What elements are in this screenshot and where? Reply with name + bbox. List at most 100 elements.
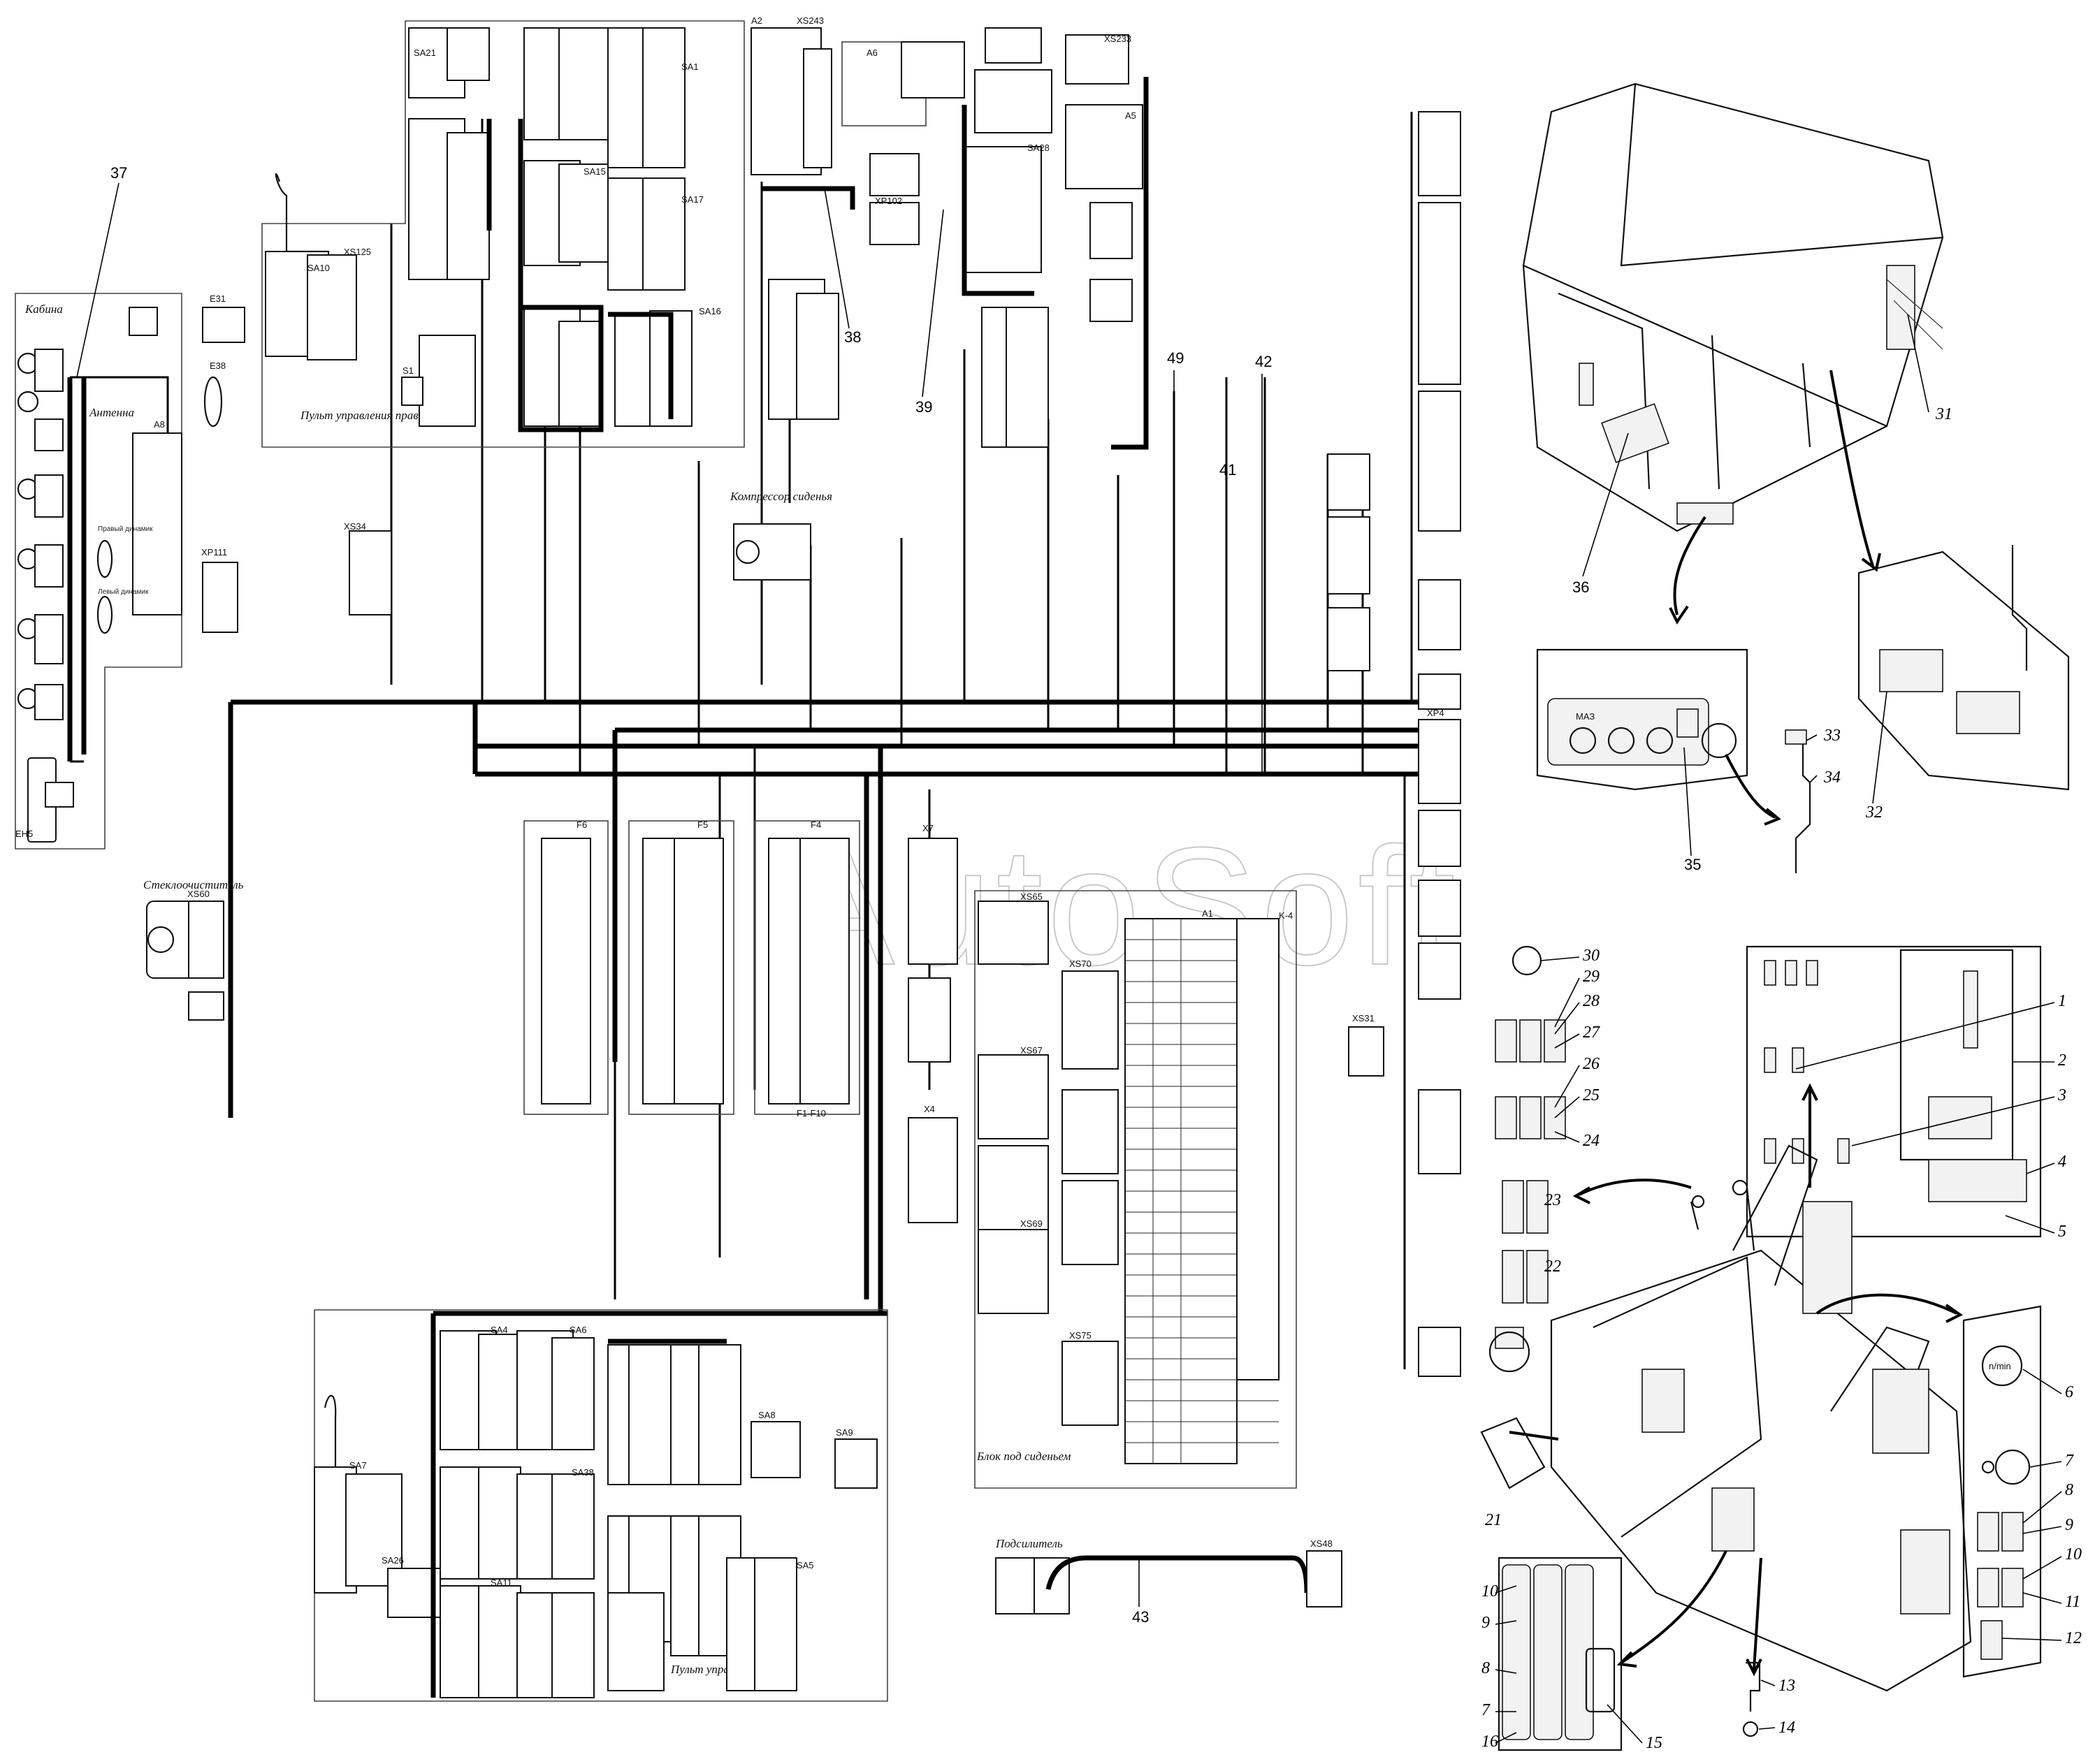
cab-label: Кабина — [24, 302, 63, 316]
xs69-label: XS69 — [1020, 1218, 1043, 1229]
callout-8: 8 — [2065, 1481, 2073, 1499]
callout-7b: 7 — [1481, 1701, 1491, 1719]
callout-14: 14 — [1778, 1719, 1795, 1737]
relay-icon — [1764, 960, 1850, 1164]
fuse-relay-blocks: F6 F5 F4 F1-F10 X7 X4 — [523, 819, 958, 1223]
left-control-panel: Пульт управления левый SA7 SA26 SA4 SA11… — [314, 1309, 888, 1702]
callout-31: 31 — [1935, 405, 1952, 423]
amplifier-label: Подсилитель — [995, 1537, 1063, 1550]
callout-9b: 9 — [1481, 1614, 1490, 1632]
callout-3: 3 — [2057, 1086, 2066, 1105]
callout-4: 4 — [2058, 1153, 2066, 1171]
a8-label: A8 — [154, 419, 165, 430]
xs70-label: XS70 — [1069, 958, 1092, 969]
xs125-label: XS125 — [344, 247, 371, 257]
callout-6: 6 — [2065, 1383, 2073, 1401]
callout-13: 13 — [1778, 1677, 1795, 1695]
callout-32: 32 — [1865, 803, 1883, 822]
callout-34: 34 — [1823, 768, 1841, 787]
sa5-label: SA5 — [797, 1560, 814, 1570]
callout-9: 9 — [2065, 1516, 2073, 1534]
callout-33: 33 — [1823, 727, 1841, 745]
switch-stack-view: 30 29 28 27 26 25 24 23 22 — [1495, 945, 1600, 1349]
sa6-label: SA6 — [570, 1325, 587, 1335]
callout-16: 16 — [1481, 1733, 1498, 1751]
e38-label: E38 — [210, 360, 226, 371]
f6-label: F6 — [577, 819, 587, 830]
sa1-label: SA1 — [681, 61, 699, 72]
x7-label: X7 — [922, 823, 934, 833]
watermark-text: AutoSoft — [783, 812, 1460, 1000]
xp102-label: XP102 — [875, 196, 902, 206]
right-panel-label: Пульт управления правый — [300, 409, 433, 422]
xs75-label: XS75 — [1069, 1330, 1092, 1341]
s1-label: S1 — [403, 365, 414, 376]
panel-detail-view: МАЗ 35 33 34 — [1536, 648, 1841, 873]
xp111-label: XP111 — [201, 547, 227, 557]
callout-12: 12 — [2065, 1629, 2082, 1647]
callout-30: 30 — [1582, 947, 1600, 965]
f1f10-label: F1-F10 — [797, 1108, 826, 1118]
cab-section: Кабина A8 Антенна Правый динамик Левый д… — [15, 164, 245, 850]
cab-side-detail-view: 32 — [1857, 545, 2070, 822]
sa28-label: SA28 — [1027, 143, 1050, 153]
sa11-label: SA11 — [491, 1577, 512, 1588]
cab-isometric-view: 31 36 — [1522, 82, 1952, 625]
sa21-label: SA21 — [414, 48, 436, 58]
relay-panel-view: 1 2 3 4 5 — [1746, 945, 2066, 1241]
callout-22: 22 — [1544, 1258, 1561, 1276]
xp4-label: XP4 — [1427, 708, 1444, 718]
xs243-label: XS243 — [797, 15, 824, 26]
xs34-label: XS34 — [344, 521, 366, 532]
callout-23: 23 — [1544, 1191, 1561, 1209]
sa38-label: SA38 — [572, 1467, 594, 1478]
antenna-label: Антенна — [89, 406, 134, 419]
callout-35: 35 — [1684, 856, 1701, 873]
sa9-label: SA9 — [836, 1427, 853, 1438]
sa16-label: SA16 — [699, 306, 721, 316]
callout-43: 43 — [1132, 1608, 1149, 1626]
k4-label: K-4 — [1279, 910, 1293, 921]
sa4-label: SA4 — [491, 1325, 508, 1335]
a1-label: A1 — [1202, 908, 1213, 919]
callout-38: 38 — [844, 328, 861, 346]
a6-label: A6 — [867, 48, 878, 58]
console-isometric-view — [1509, 1083, 1972, 1692]
sa10-label: SA10 — [307, 263, 330, 273]
a2-label: A2 — [751, 15, 762, 26]
x4-label: X4 — [924, 1104, 935, 1114]
sa8-label: SA8 — [758, 1410, 776, 1420]
callout-10b: 10 — [1481, 1582, 1498, 1601]
xs65-label: XS65 — [1020, 891, 1043, 902]
callout-28: 28 — [1583, 992, 1600, 1010]
seat-block-label: Блок под сиденьем — [976, 1450, 1071, 1463]
f5-label: F5 — [697, 819, 708, 830]
xs31-label: XS31 — [1352, 1013, 1375, 1023]
callout-29: 29 — [1583, 968, 1600, 986]
sa17-label: SA17 — [681, 194, 704, 205]
speaker-icon — [96, 539, 113, 634]
callout-15: 15 — [1646, 1734, 1662, 1752]
gauge-text: n/min — [1989, 1361, 2011, 1371]
callout-49: 49 — [1167, 349, 1184, 367]
wiper-label: Стеклоочиститель — [143, 878, 244, 891]
right-control-panel: Пульт управления правый SA10 XS125 SA21 … — [261, 20, 745, 615]
f4-label: F4 — [811, 819, 821, 830]
callout-1: 1 — [2058, 992, 2066, 1010]
xs48-label: XS48 — [1310, 1538, 1333, 1549]
callout-5: 5 — [2058, 1223, 2066, 1241]
wiper-section: Стеклоочиститель XS60 — [143, 878, 244, 1021]
callout-39: 39 — [915, 398, 932, 416]
sa26-label: SA26 — [382, 1555, 404, 1566]
callout-36: 36 — [1572, 578, 1589, 596]
top-center-blocks: A2 XS243 A6 SA28 XP102 XS233 A5 Компресс… — [730, 15, 1149, 581]
amplifier-section: Подсилитель XS48 43 — [995, 1537, 1342, 1626]
callout-10: 10 — [2065, 1545, 2082, 1563]
callout-42: 42 — [1255, 353, 1272, 370]
callout-11: 11 — [2065, 1593, 2080, 1611]
callout-37: 37 — [110, 164, 127, 182]
relay-rows — [541, 838, 850, 1105]
e31-label: E31 — [210, 293, 226, 304]
brand-plate-text: МАЗ — [1576, 711, 1595, 722]
